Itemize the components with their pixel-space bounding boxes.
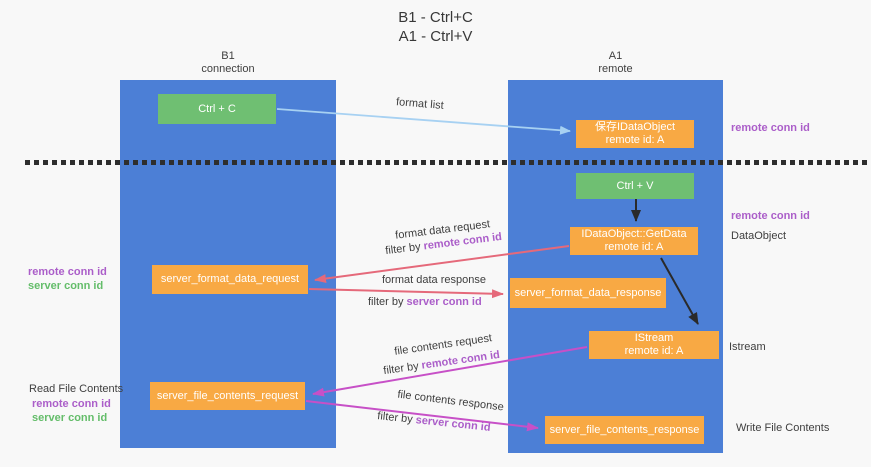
lane-b1-role: connection <box>201 63 255 75</box>
diagram-title-line1: B1 - Ctrl+C <box>398 9 473 26</box>
node-ctrl-v: Ctrl + V <box>576 173 694 199</box>
node-idataobject-getdata-line1: IDataObject::GetData <box>581 228 687 240</box>
annotation-istream: Istream <box>729 341 766 353</box>
node-server-format-data-request-label: server_format_data_request <box>160 273 300 285</box>
label-file-response-filter-prefix: filter by <box>376 410 417 427</box>
node-server-file-contents-request: server_file_contents_request <box>150 382 305 410</box>
label-file-response-filter-value: server conn id <box>415 414 492 434</box>
annotation-left-server-conn-id-top: server conn id <box>28 280 104 292</box>
label-format-data-response: format data response <box>382 274 486 286</box>
annotation-read-file-contents: Read File Contents <box>29 383 124 395</box>
lane-a1-name: A1 <box>608 50 623 62</box>
node-istream-line2: remote id: A <box>624 345 684 357</box>
annotation-remote-conn-id-mid: remote conn id <box>731 210 810 222</box>
label-format-response-filter: filter by server conn id <box>368 296 482 309</box>
diagram-title-line2: A1 - Ctrl+V <box>398 28 473 45</box>
node-save-idataobject: 保存IDataObject remote id: A <box>576 120 694 148</box>
node-istream: IStream remote id: A <box>589 331 719 359</box>
arrow-format-data-response <box>308 288 504 299</box>
node-ctrl-v-label: Ctrl + V <box>616 179 654 192</box>
lane-header-b1: B1 connection <box>120 50 336 76</box>
annotation-left-remote-conn-id-top: remote conn id <box>28 266 107 278</box>
node-idataobject-getdata: IDataObject::GetData remote id: A <box>570 227 698 255</box>
node-ctrl-c: Ctrl + C <box>158 94 276 124</box>
label-format-response-filter-value: server conn id <box>406 296 482 308</box>
annotation-left-server-conn-id-bottom: server conn id <box>32 412 108 424</box>
annotation-write-file-contents: Write File Contents <box>736 422 830 434</box>
node-server-file-contents-response: server_file_contents_response <box>545 416 704 444</box>
node-save-idataobject-line1: 保存IDataObject <box>594 121 676 133</box>
lane-a1-role: remote <box>598 63 633 75</box>
label-format-request-filter-prefix: filter by <box>384 240 425 258</box>
lane-header-a1: A1 remote <box>508 50 723 76</box>
lane-b1-name: B1 <box>221 50 235 62</box>
annotation-dataobject: DataObject <box>731 230 787 242</box>
node-server-file-contents-response-label: server_file_contents_response <box>549 423 700 436</box>
label-format-response-filter-prefix: filter by <box>368 296 407 308</box>
node-save-idataobject-line2: remote id: A <box>605 134 665 146</box>
node-server-format-data-request: server_format_data_request <box>152 265 308 294</box>
diagram-title: B1 - Ctrl+C A1 - Ctrl+V <box>0 8 871 46</box>
node-idataobject-getdata-line2: remote id: A <box>604 241 664 253</box>
phase-separator-dashed-line <box>25 160 871 165</box>
annotation-left-remote-conn-id-bottom: remote conn id <box>32 398 111 410</box>
node-server-format-data-response-label: server_format_data_response <box>514 286 662 299</box>
label-file-request-filter-prefix: filter by <box>382 359 423 378</box>
node-server-file-contents-request-label: server_file_contents_request <box>156 389 299 402</box>
node-ctrl-c-label: Ctrl + C <box>198 102 236 115</box>
node-server-format-data-response: server_format_data_response <box>510 278 666 308</box>
annotation-remote-conn-id-top: remote conn id <box>731 122 810 134</box>
label-file-contents-response: file contents response <box>396 388 505 414</box>
label-format-list: format list <box>395 96 445 112</box>
label-file-response-filter: filter by server conn id <box>377 410 491 435</box>
node-istream-line1: IStream <box>634 332 674 344</box>
